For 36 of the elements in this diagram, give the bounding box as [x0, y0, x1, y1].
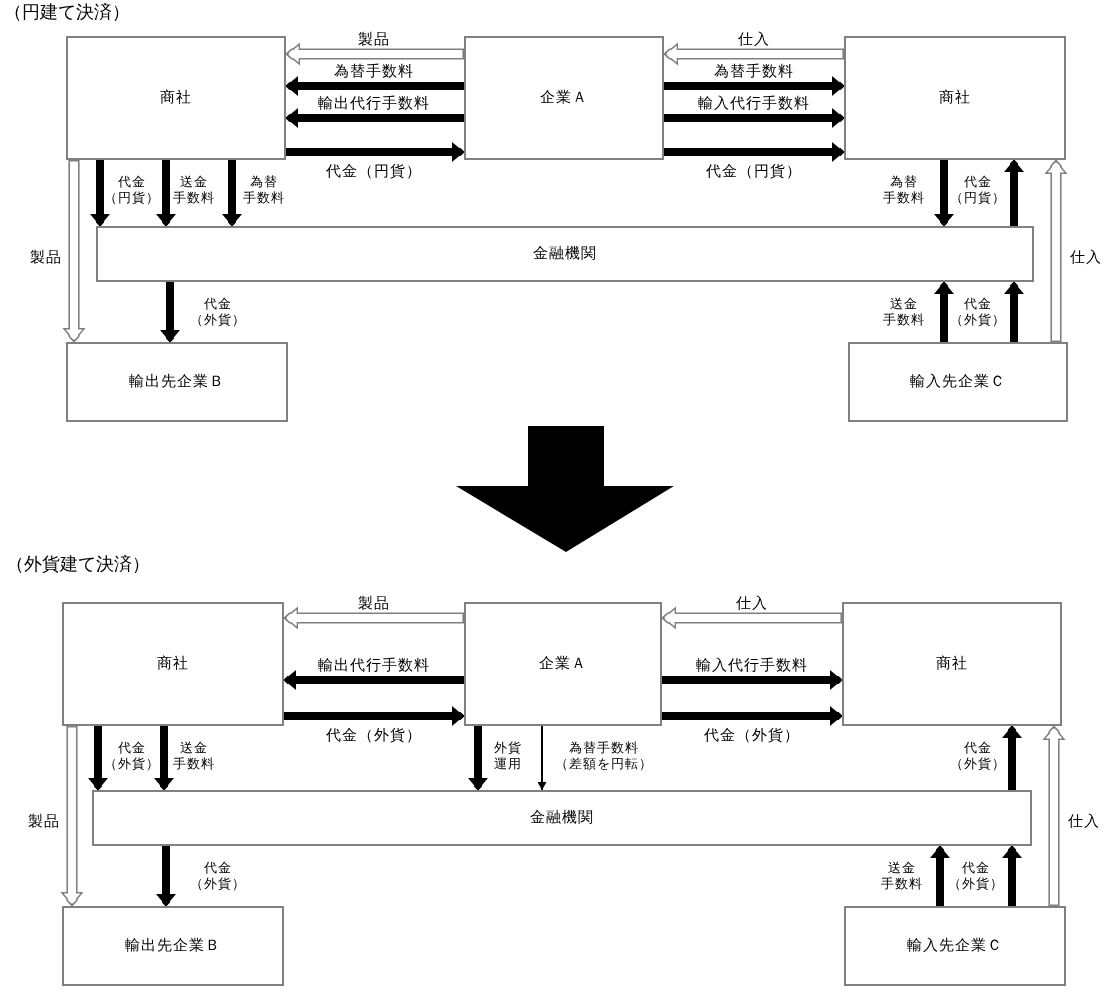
- arrow: [156, 846, 176, 906]
- outline-arrow: [284, 606, 464, 630]
- arrow: [930, 846, 950, 906]
- arrow: [90, 160, 110, 226]
- section-heading: （外貨建て決済）: [6, 554, 150, 580]
- arrow: [1004, 282, 1024, 342]
- arrow: [664, 108, 844, 128]
- arrow: [1002, 846, 1022, 906]
- arrow: [934, 160, 954, 226]
- arrow: [662, 706, 842, 726]
- arrow: [156, 160, 176, 226]
- arrow: [88, 726, 108, 790]
- arrow: [284, 670, 464, 690]
- outline-arrow: [664, 42, 844, 66]
- outline-arrow: [60, 726, 84, 906]
- arrow: [664, 142, 844, 162]
- arrow: [286, 76, 464, 96]
- arrow: [662, 670, 842, 690]
- arrow: [1004, 160, 1024, 226]
- outline-arrow: [1042, 726, 1066, 906]
- outline-arrow: [1044, 160, 1068, 342]
- arrow: [537, 725, 547, 791]
- arrow: [468, 726, 488, 790]
- arrow: [284, 706, 464, 726]
- outline-arrow: [62, 160, 86, 342]
- arrow: [934, 282, 954, 342]
- arrow: [286, 142, 464, 162]
- arrow: [154, 726, 174, 790]
- arrow: [1002, 726, 1022, 790]
- arrow: [222, 160, 242, 226]
- arrow: [286, 108, 464, 128]
- outline-arrow: [286, 42, 464, 66]
- section-heading: （円建て決済）: [4, 2, 130, 28]
- outline-arrow: [662, 606, 842, 630]
- arrow: [160, 282, 180, 342]
- arrow: [664, 76, 844, 96]
